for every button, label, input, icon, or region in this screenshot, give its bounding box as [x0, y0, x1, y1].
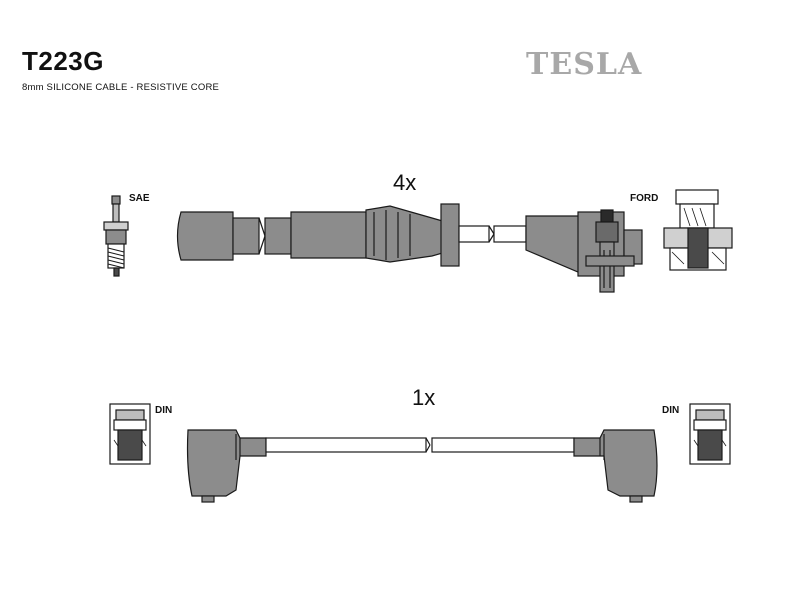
ford-label: FORD — [630, 193, 659, 204]
top-quantity: 4x — [393, 170, 417, 195]
bottom-cable — [186, 429, 658, 503]
din-connector-right-icon — [689, 403, 731, 465]
din-label-right: DIN — [662, 405, 680, 416]
brand-logo: TESLA — [526, 47, 643, 82]
sae-label: SAE — [129, 193, 150, 204]
top-angled-boot — [493, 209, 643, 293]
din-label-left: DIN — [155, 405, 173, 416]
cable-description: 8mm SILICONE CABLE - RESISTIVE CORE — [22, 82, 220, 93]
part-code: T223G — [22, 46, 104, 76]
spark-plug-sae-icon — [103, 195, 129, 277]
din-connector-left-icon — [109, 403, 151, 465]
top-straight-boot — [176, 203, 495, 267]
ford-connector-icon — [663, 189, 733, 271]
bottom-quantity: 1x — [412, 385, 436, 410]
